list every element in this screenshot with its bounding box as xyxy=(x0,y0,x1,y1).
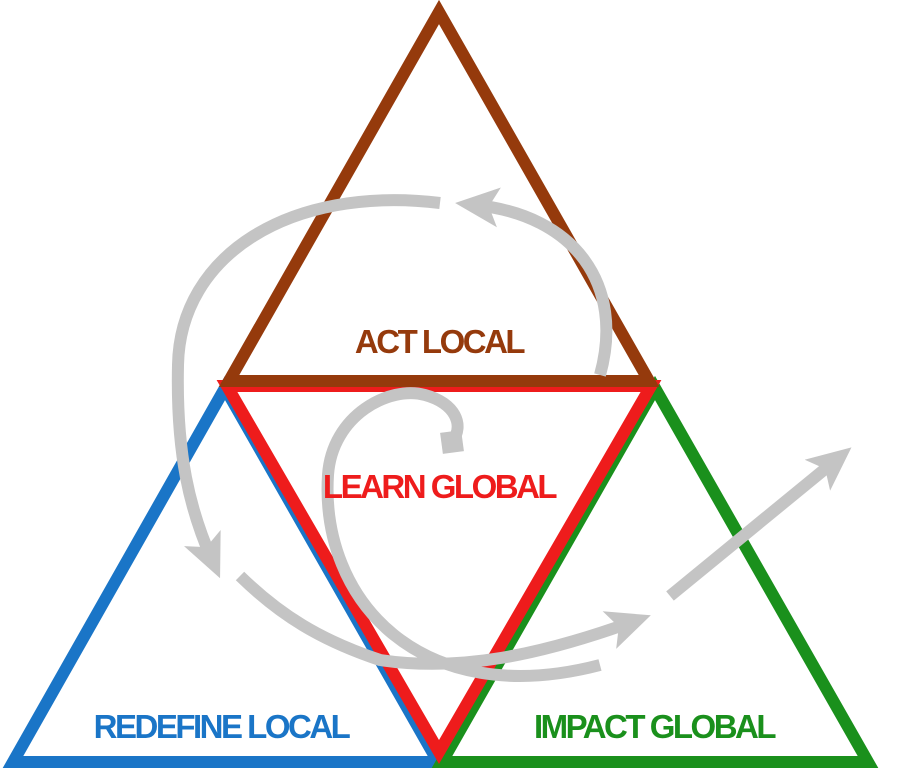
outer-loop-arrow xyxy=(455,187,613,377)
exit-arrow xyxy=(666,447,852,601)
left-triangle-outline xyxy=(2,375,449,768)
left-descending-arrow xyxy=(171,194,441,579)
bottom-sweep-arrow xyxy=(235,571,651,670)
redefine-local-label: REDEFINE LOCAL xyxy=(94,708,351,745)
center-triangle-outline xyxy=(216,380,662,764)
top-triangle-outline xyxy=(218,0,660,387)
right-triangle-outline xyxy=(431,375,879,768)
spiral-arrows xyxy=(171,187,852,682)
impact-global-label: IMPACT GLOBAL xyxy=(534,708,776,745)
learn-global-label: LEARN GLOBAL xyxy=(323,468,557,505)
act-local-label: ACT LOCAL xyxy=(355,323,525,360)
